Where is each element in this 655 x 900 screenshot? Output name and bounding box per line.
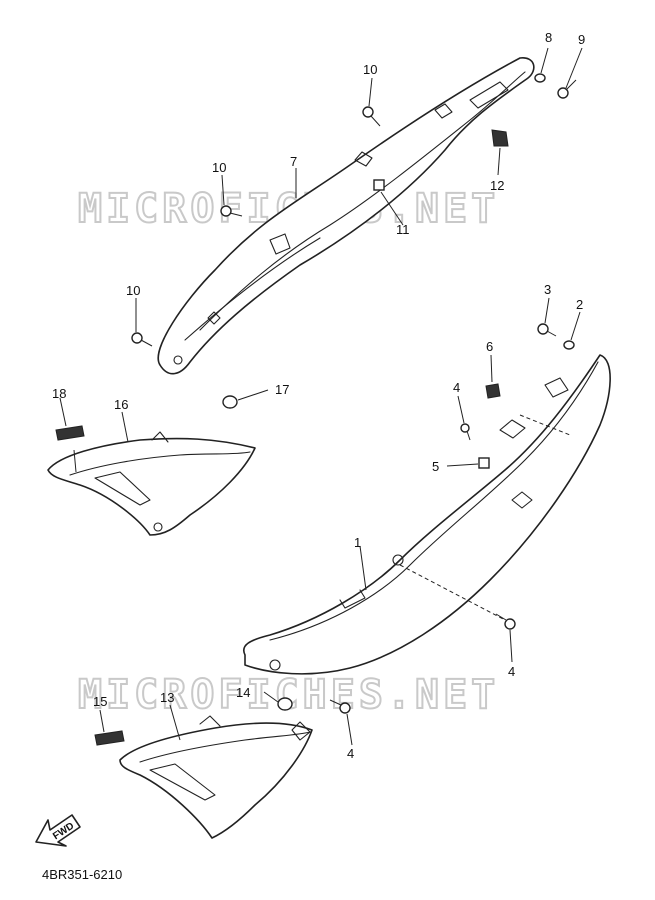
part-1-side-cover-lower (243, 354, 611, 675)
screw-10-mid (220, 205, 243, 217)
nut-11 (373, 179, 385, 191)
screw-4-top (460, 423, 471, 441)
callout-4-bottom: 4 (347, 746, 354, 761)
hardware (55, 73, 577, 746)
callout-17: 17 (275, 382, 289, 397)
watermark-bottom: MICROFICHES.NET (78, 672, 499, 718)
washer-2 (563, 340, 575, 350)
callout-1: 1 (354, 535, 361, 550)
callout-11: 11 (396, 222, 410, 237)
screw-3 (537, 323, 557, 337)
grommet-14 (277, 697, 293, 711)
part-16-side-panel-upper (47, 431, 256, 536)
callout-12: 12 (490, 178, 504, 193)
callout-9: 9 (578, 32, 585, 47)
pad-15 (94, 730, 125, 746)
callout-10-top: 10 (363, 62, 377, 77)
callout-6: 6 (486, 339, 493, 354)
grommet-17 (222, 395, 238, 409)
callout-4-right: 4 (508, 664, 515, 679)
nut-5 (478, 457, 490, 469)
damper-6 (485, 383, 501, 399)
washer-8 (534, 73, 546, 83)
callout-3: 3 (544, 282, 551, 297)
callout-18: 18 (52, 386, 66, 401)
screw-9 (557, 79, 577, 99)
leader-lines (59, 47, 583, 746)
screw-10-low (131, 332, 153, 347)
grommet-12 (491, 129, 509, 147)
callouts: 8 9 10 7 10 12 11 10 3 2 6 4 17 18 16 5 … (52, 30, 585, 761)
callout-2: 2 (576, 297, 583, 312)
screw-10-top (362, 106, 381, 127)
screw-4-right (495, 613, 516, 630)
screw-4-bottom (329, 699, 351, 714)
part-13-side-panel-lower (119, 715, 313, 839)
callout-7: 7 (290, 154, 297, 169)
part-7-side-cover-upper (157, 57, 535, 375)
callout-15: 15 (93, 694, 107, 709)
callout-10-mid: 10 (212, 160, 226, 175)
callout-8: 8 (545, 30, 552, 45)
callout-13: 13 (160, 690, 174, 705)
callout-5: 5 (432, 459, 439, 474)
callout-16: 16 (114, 397, 128, 412)
pad-18 (55, 425, 85, 441)
callout-10-low: 10 (126, 283, 140, 298)
callout-4-top: 4 (453, 380, 460, 395)
callout-14: 14 (236, 685, 250, 700)
diagram-code: 4BR351-6210 (42, 867, 122, 882)
fwd-arrow-icon: FWD (35, 814, 81, 847)
